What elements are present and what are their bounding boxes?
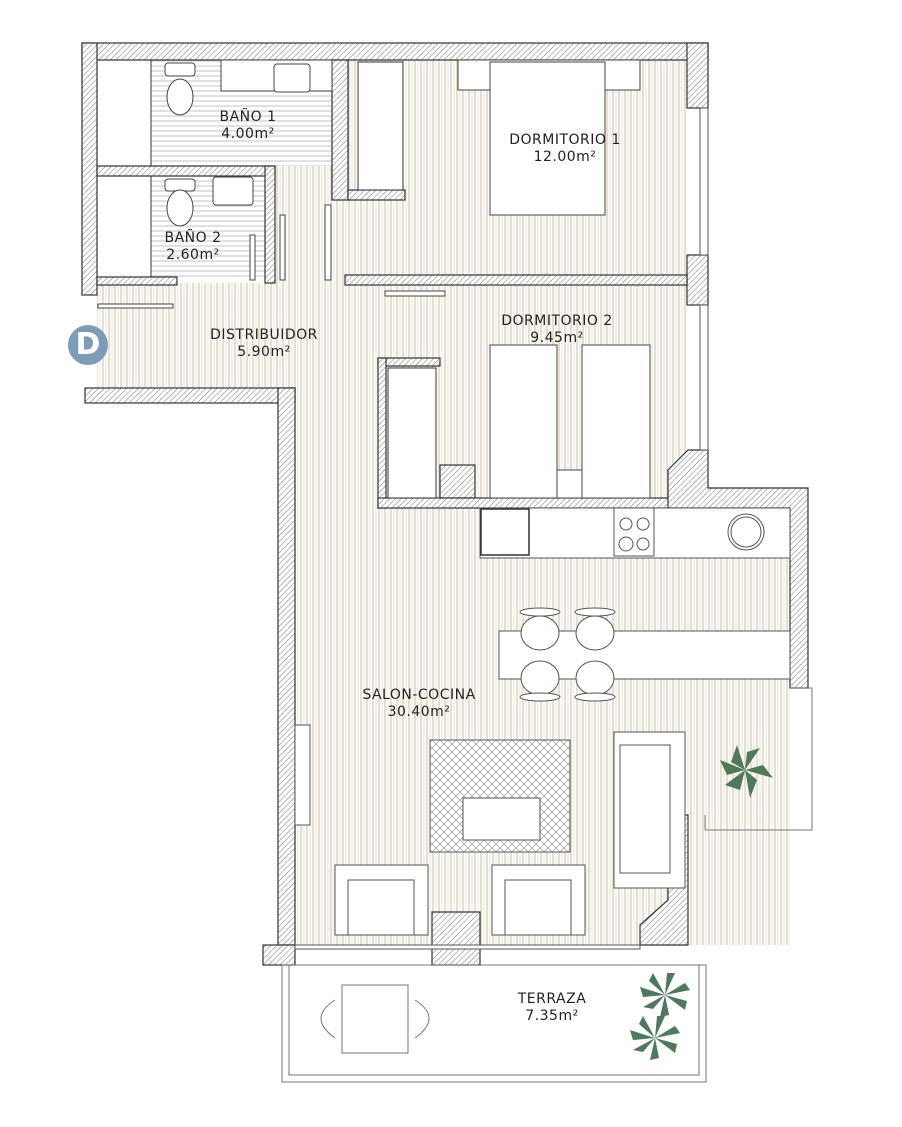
windows xyxy=(294,107,709,950)
wardrobes xyxy=(357,61,437,499)
toilet-2 xyxy=(164,178,196,192)
balcony-railing xyxy=(705,687,813,831)
coffee-table xyxy=(462,797,541,841)
fridge xyxy=(480,508,530,556)
shower-tray-2 xyxy=(96,175,152,278)
plant-icon xyxy=(720,745,773,798)
single-bed-2 xyxy=(581,344,651,499)
nightstand xyxy=(556,469,583,499)
cooktop xyxy=(613,507,655,557)
terrace-table xyxy=(341,984,409,1054)
shower-tray-1 xyxy=(96,59,152,167)
sink-1 xyxy=(273,63,311,93)
palm-icon xyxy=(640,973,690,1017)
double-bed xyxy=(489,61,606,216)
walls xyxy=(81,42,809,966)
single-bed-1 xyxy=(489,344,558,499)
sliding-doors xyxy=(97,204,446,309)
unit-marker: D xyxy=(68,325,108,365)
sink-2 xyxy=(212,176,254,206)
toilet-1 xyxy=(164,62,196,77)
terrace-chair-1 xyxy=(320,999,336,1039)
stools xyxy=(519,607,616,702)
palm-icon xyxy=(630,1016,680,1060)
terrace-chair-2 xyxy=(414,999,430,1039)
